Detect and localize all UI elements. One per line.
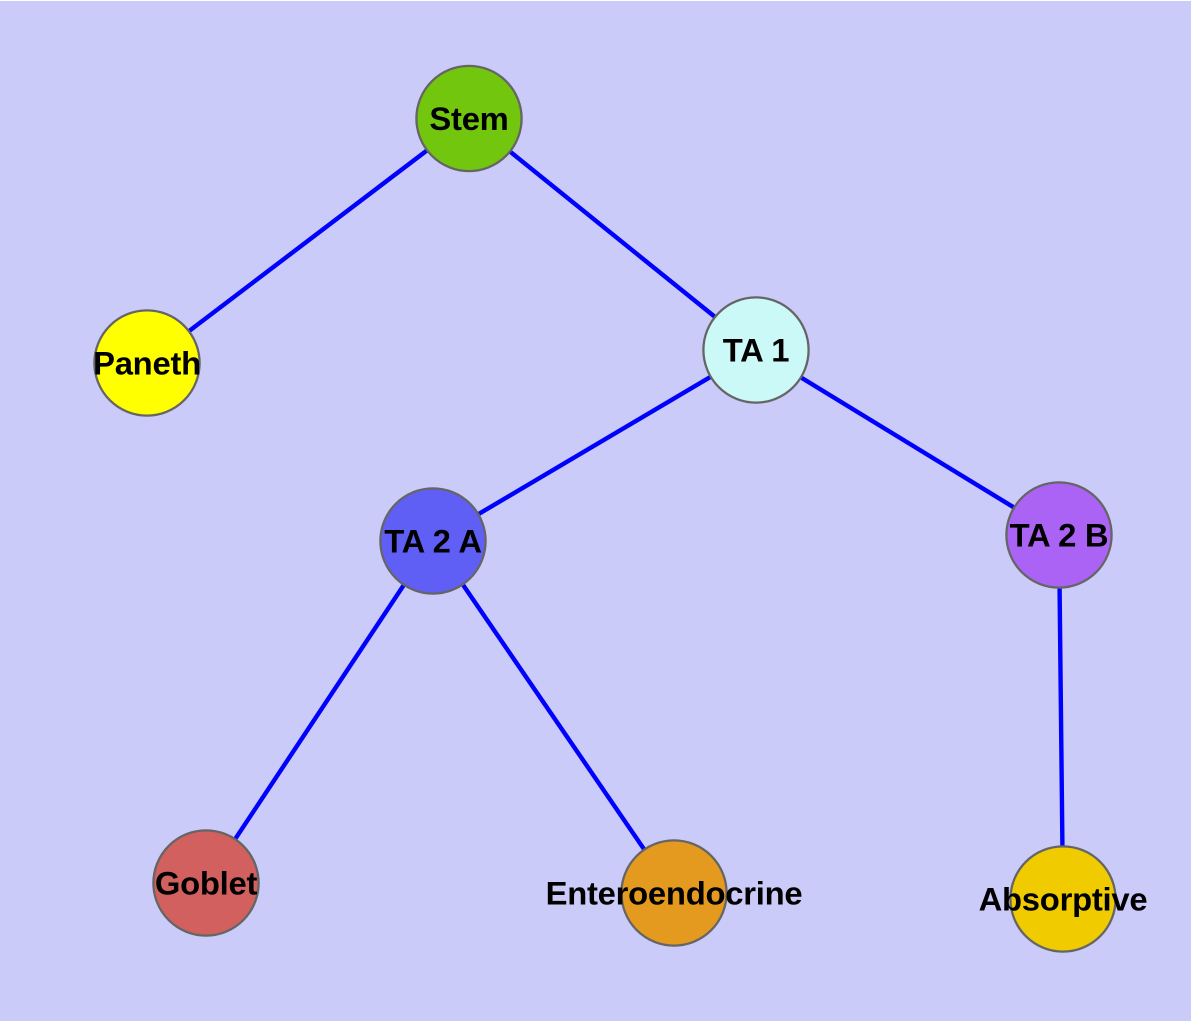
node-ta1[interactable]: TA 1 [702,296,810,404]
edge-ta2a-enteroendocrine [431,539,676,895]
edge-ta1-ta2a [431,348,758,543]
node-circle-paneth[interactable] [93,309,201,417]
node-circle-goblet[interactable] [152,829,260,937]
edge-ta1-ta2b [754,348,1061,537]
node-circle-absorptive[interactable] [1009,845,1117,953]
node-circle-enteroendocrine[interactable] [620,839,728,947]
node-circle-ta2a[interactable] [379,487,487,595]
edge-stem-paneth [145,116,471,365]
node-paneth[interactable]: Paneth [93,309,201,417]
node-ta2a[interactable]: TA 2 A [379,487,487,595]
node-circle-ta2b[interactable] [1005,481,1113,589]
node-circle-ta1[interactable] [702,296,810,404]
node-goblet[interactable]: Goblet [152,829,260,937]
edge-ta2b-absorptive [1056,534,1066,900]
node-stem[interactable]: Stem [415,64,523,173]
node-ta2b[interactable]: TA 2 B [1005,481,1113,589]
edge-stem-ta1 [467,116,758,352]
edge-ta2a-goblet [204,539,435,885]
node-circle-stem[interactable] [415,64,523,173]
